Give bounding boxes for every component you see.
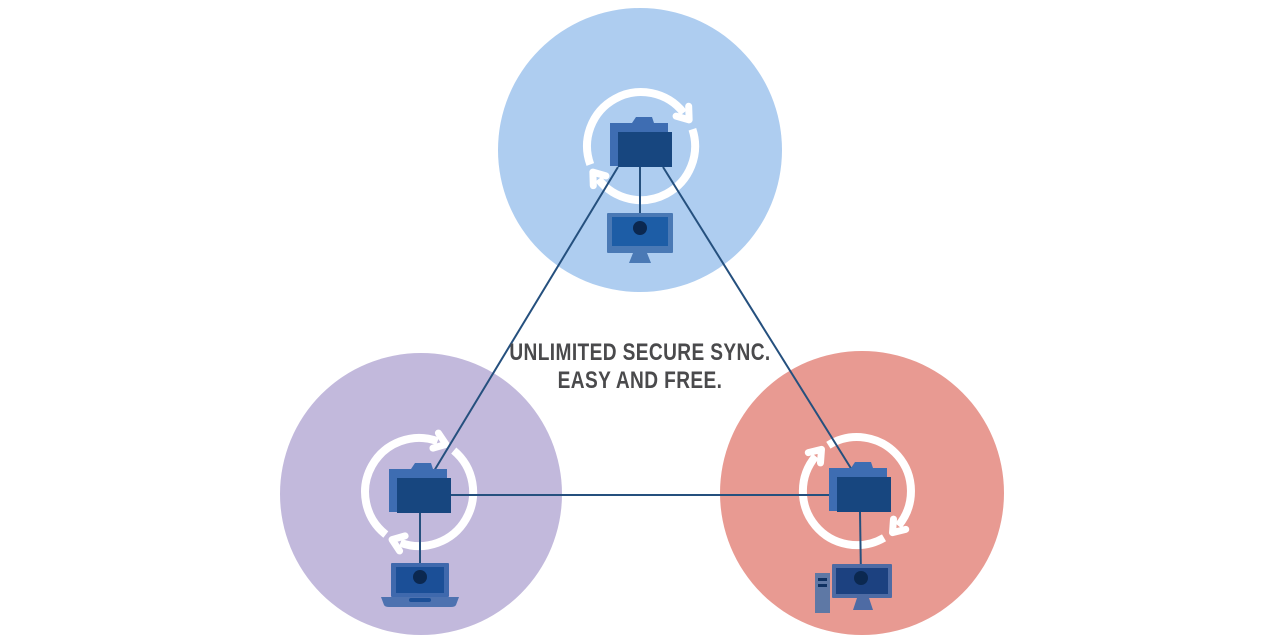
folder-icon-right (829, 462, 891, 512)
sync-endpoint-dot-right (854, 571, 868, 585)
folder-icon-left (389, 463, 451, 513)
tagline-line-2: EASY AND FREE. (557, 367, 723, 394)
connection-line-top-to-left (433, 166, 619, 472)
sync-endpoint-dot-left (413, 570, 427, 584)
laptop-icon (381, 563, 459, 607)
tagline: UNLIMITED SECURE SYNC. EASY AND FREE. (141, 339, 1139, 395)
folder-icon-top (610, 117, 672, 167)
tagline-line-1: UNLIMITED SECURE SYNC. (509, 339, 771, 366)
connection-line-top-to-right (662, 166, 853, 471)
sync-endpoint-dot-top (633, 221, 647, 235)
